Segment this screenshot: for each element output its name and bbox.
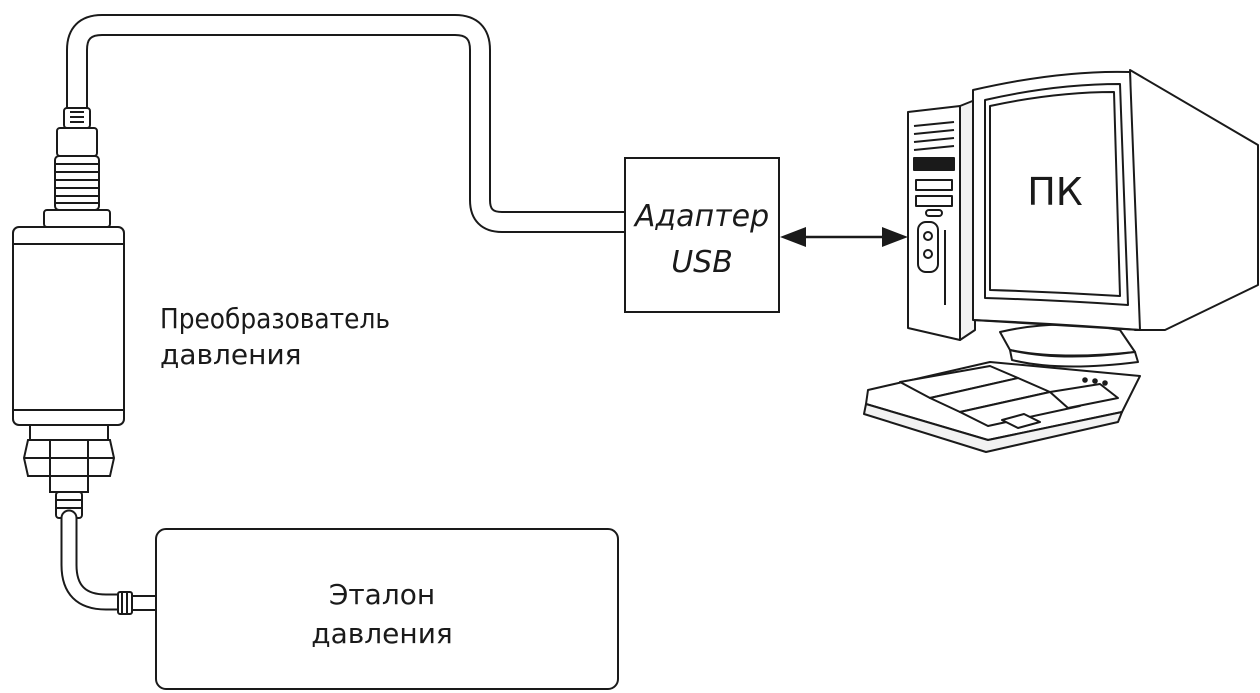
transducer-label: Преобразователь давления: [160, 302, 390, 371]
transducer-label-line2: давления: [160, 338, 302, 371]
pc-keyboard: [863, 361, 1141, 453]
reference-label: Эталон давления: [311, 578, 453, 650]
pc-label: ПК: [1027, 170, 1083, 214]
adapter-label-line2: USB: [671, 245, 733, 280]
usb-adapter-box: [624, 157, 780, 313]
pressure-reference-box: [155, 528, 619, 690]
pc-tower: [907, 99, 976, 341]
reference-label-line2: давления: [311, 617, 453, 650]
transducer-label-line1: Преобразователь: [160, 302, 390, 335]
hose-transducer-to-reference: [60, 509, 127, 611]
bidirectional-arrow: [780, 227, 908, 247]
cable-transducer-to-adapter: [66, 14, 636, 233]
pressure-transducer-body: [12, 226, 125, 519]
transducer-connector: [43, 107, 111, 228]
adapter-label-line1: Адаптер: [633, 199, 769, 234]
reference-label-line1: Эталон: [329, 578, 435, 611]
reference-fitting: [117, 591, 157, 615]
pc-monitor: [972, 69, 1259, 368]
adapter-label: Адаптер USB: [633, 199, 769, 280]
